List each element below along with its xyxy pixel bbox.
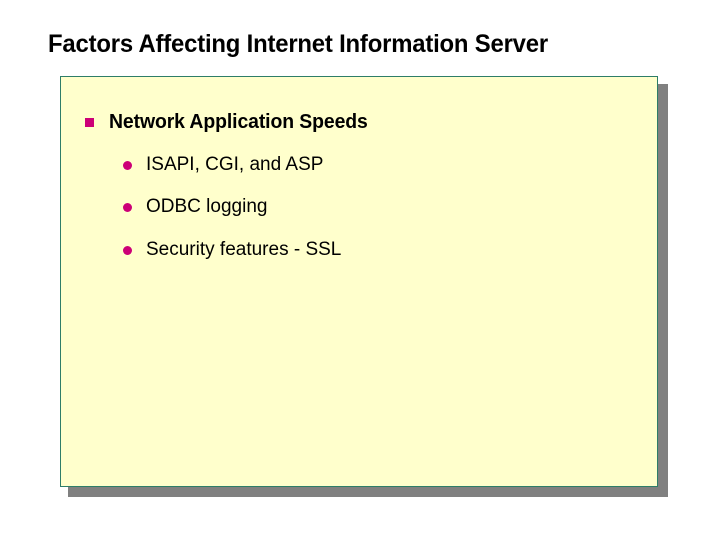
list-item: Security features - SSL: [123, 238, 341, 262]
round-bullet-icon: [123, 203, 132, 212]
round-bullet-icon: [123, 246, 132, 255]
square-bullet-icon: [85, 118, 94, 127]
list-item: Network Application Speeds: [85, 110, 376, 134]
round-bullet-icon: [123, 161, 132, 170]
content-box: Network Application Speeds ISAPI, CGI, a…: [60, 76, 658, 487]
bullet-text: ODBC logging: [146, 196, 268, 217]
list-item: ODBC logging: [123, 195, 267, 219]
bullet-text: Network Application Speeds: [109, 111, 368, 133]
page-title: Factors Affecting Internet Information S…: [48, 30, 548, 58]
bullet-text: Security features - SSL: [146, 239, 342, 260]
bullet-text: ISAPI, CGI, and ASP: [146, 154, 324, 175]
list-item: ISAPI, CGI, and ASP: [123, 153, 323, 177]
